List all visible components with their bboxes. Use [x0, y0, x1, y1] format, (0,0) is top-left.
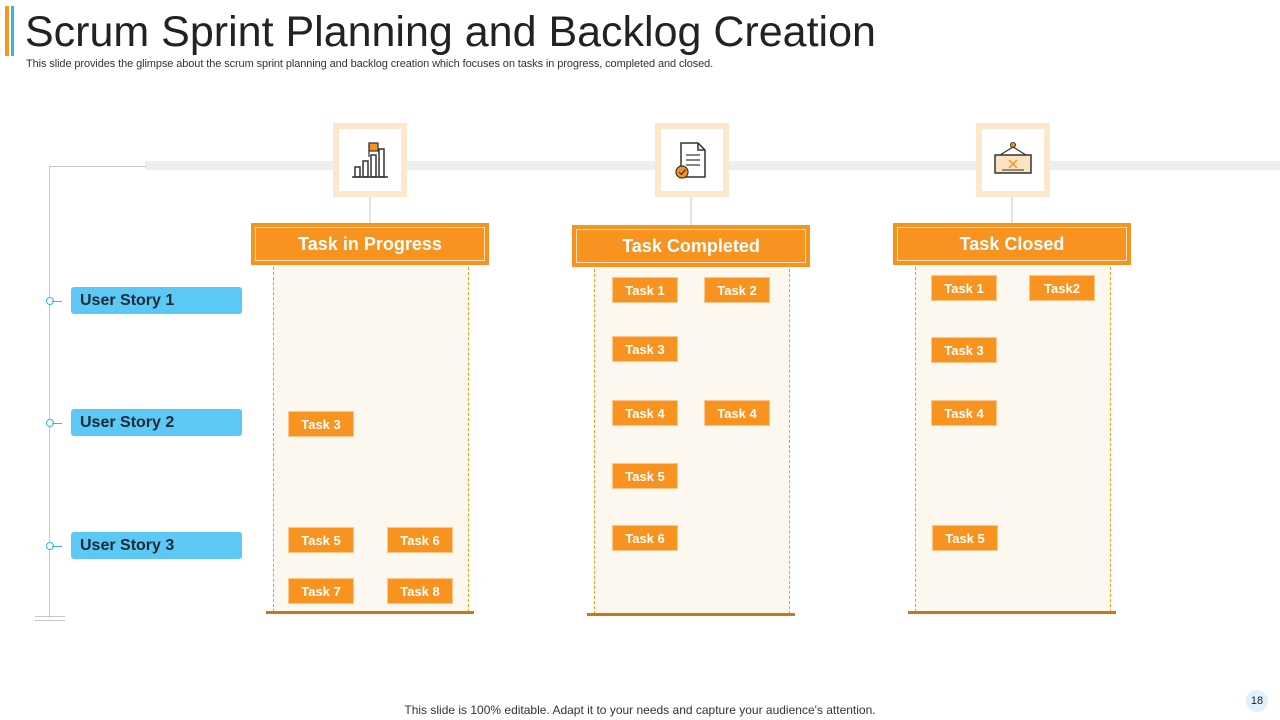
- page-subtitle: This slide provides the glimpse about th…: [26, 58, 714, 70]
- column-in-progress-title: Task in Progress: [255, 227, 485, 261]
- task-card: Task2: [1029, 275, 1095, 301]
- task-card: Task 3: [931, 337, 997, 363]
- column-closed-stem: [1011, 197, 1013, 223]
- column-in-progress-icon-box: [333, 123, 407, 197]
- task-card: Task 6: [612, 525, 678, 551]
- user-story-1: User Story 1: [71, 287, 242, 314]
- task-card: Task 4: [704, 400, 770, 426]
- column-in-progress-base: [266, 611, 474, 614]
- task-card: Task 3: [612, 336, 678, 362]
- task-card: Task 5: [932, 525, 998, 551]
- column-in-progress-header: Task in Progress: [251, 223, 489, 265]
- column-closed-icon-box: [976, 123, 1050, 197]
- timeline-top-connector: [49, 166, 146, 167]
- column-closed-body: [915, 262, 1111, 612]
- column-completed-icon-box: [655, 123, 729, 197]
- task-card: Task 2: [704, 277, 770, 303]
- column-in-progress-body: [273, 262, 469, 612]
- timeline-base-line-2: [35, 620, 65, 621]
- footer-note: This slide is 100% editable. Adapt it to…: [404, 703, 876, 717]
- column-closed-header: Task Closed: [893, 223, 1131, 265]
- user-story-2: User Story 2: [71, 409, 242, 436]
- task-card: Task 3: [288, 411, 354, 437]
- task-card: Task 7: [288, 578, 354, 604]
- closed-sign-icon: [994, 142, 1032, 174]
- bar-chart-icon: [352, 142, 388, 178]
- column-completed-base: [587, 613, 795, 616]
- task-card: Task 4: [931, 400, 997, 426]
- page-number: 18: [1246, 690, 1268, 712]
- document-check-icon: [675, 142, 706, 179]
- title-accent-bar-blue: [11, 6, 14, 56]
- story-2-link: [52, 423, 62, 424]
- task-card: Task 4: [612, 400, 678, 426]
- column-completed-stem: [690, 197, 692, 225]
- task-card: Task 8: [387, 578, 453, 604]
- task-card: Task 5: [288, 527, 354, 553]
- timeline-base-line: [35, 616, 65, 617]
- column-closed-title: Task Closed: [897, 227, 1127, 261]
- story-1-link: [52, 301, 62, 302]
- task-card: Task 1: [931, 275, 997, 301]
- column-in-progress-stem: [369, 197, 371, 223]
- user-story-3: User Story 3: [71, 532, 242, 559]
- column-closed-base: [908, 611, 1116, 614]
- task-card: Task 1: [612, 277, 678, 303]
- column-completed-body: [594, 264, 790, 614]
- task-card: Task 5: [612, 463, 678, 489]
- page-title: Scrum Sprint Planning and Backlog Creati…: [25, 8, 876, 56]
- column-completed-title: Task Completed: [576, 229, 806, 263]
- title-accent-bar-orange: [5, 6, 9, 56]
- task-card: Task 6: [387, 527, 453, 553]
- story-3-link: [52, 546, 62, 547]
- timeline-vertical-line: [49, 166, 50, 618]
- column-completed-header: Task Completed: [572, 225, 810, 267]
